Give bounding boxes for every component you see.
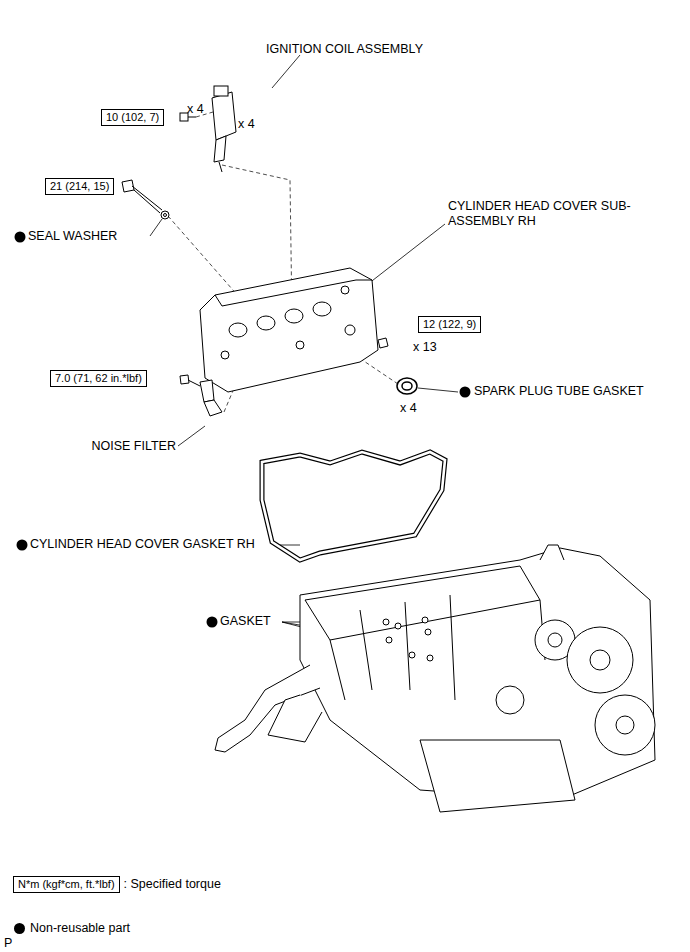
- spark-plug-tube-gasket: [397, 378, 417, 394]
- engine-assembly: [268, 695, 322, 742]
- cylinder-head-cover: [313, 302, 331, 316]
- engine-assembly: [496, 686, 524, 714]
- quantity-label: x 4: [238, 117, 255, 132]
- noise-filter: [188, 380, 222, 416]
- part-label: SPARK PLUG TUBE GASKET: [474, 384, 644, 399]
- engine-assembly: [420, 740, 575, 812]
- engine-assembly: [330, 640, 345, 700]
- noise-filter: [200, 380, 214, 402]
- torque-spec-box: 10 (102, 7): [101, 109, 164, 126]
- engine-assembly: [215, 545, 655, 812]
- part-label: P: [4, 936, 12, 951]
- legend-torque-box: N*m (kgf*cm, ft.*lbf): [13, 876, 120, 893]
- cylinder-head-cover-gasket: [262, 452, 445, 560]
- legend-entry: : Specified torque: [124, 877, 221, 892]
- non-reusable-mark: [15, 232, 26, 243]
- bolt: [188, 117, 196, 118]
- cylinder-head-cover: [200, 268, 378, 392]
- engine-assembly: [383, 619, 389, 625]
- seal-washer: [164, 214, 167, 217]
- cylinder-head-cover-gasket: [262, 452, 445, 560]
- torque-value: 10 (102, 7): [106, 111, 159, 123]
- engine-assembly: [425, 629, 431, 635]
- engine-assembly: [405, 602, 410, 690]
- leader-line: [418, 388, 458, 392]
- leader-line: [150, 219, 162, 236]
- torque-spec-box: 21 (214, 15): [45, 178, 114, 195]
- part-label: IGNITION COIL ASSEMBLY: [266, 42, 423, 57]
- part-label: SEAL WASHER: [28, 229, 117, 244]
- ignition-coil: [219, 162, 222, 172]
- quantity-label: x 4: [187, 102, 204, 117]
- engine-assembly: [595, 695, 655, 755]
- bolt: [378, 338, 388, 348]
- engine-assembly: [422, 617, 428, 623]
- cylinder-head-cover: [285, 309, 303, 323]
- engine-assembly: [540, 545, 564, 560]
- bolt: [180, 113, 188, 121]
- engine-assembly: [450, 595, 455, 700]
- cylinder-head-cover-gasket: [262, 452, 445, 560]
- engine-assembly: [590, 650, 610, 670]
- part-label: CYLINDER HEAD COVER GASKET RH: [30, 537, 255, 552]
- non-reusable-dot: [14, 923, 25, 934]
- cylinder-head-cover: [341, 286, 349, 294]
- ignition-coil: [214, 136, 226, 162]
- leader-line: [280, 545, 300, 546]
- seal-washer: [161, 211, 169, 219]
- engine-assembly: [409, 652, 415, 658]
- part-label: CYLINDER HEAD COVER SUB-ASSEMBLY RH: [448, 199, 638, 229]
- torque-spec-box: 7.0 (71, 62 in.*lbf): [50, 370, 147, 387]
- non-reusable-mark: [17, 540, 28, 551]
- bolt: [134, 190, 160, 213]
- engine-assembly: [395, 623, 401, 629]
- torque-value: 7.0 (71, 62 in.*lbf): [55, 372, 142, 384]
- engine-assembly: [567, 627, 633, 693]
- leader-line: [272, 55, 300, 88]
- leader-line: [150, 55, 458, 655]
- cylinder-head-cover: [215, 280, 372, 306]
- legend-text: : Specified torque: [124, 877, 221, 891]
- leader-line: [178, 426, 205, 446]
- engine-assembly: [386, 637, 392, 643]
- part-label: NOISE FILTER: [91, 439, 176, 454]
- engine-assembly: [427, 655, 433, 661]
- torque-value: 21 (214, 15): [50, 180, 109, 192]
- legend-entry: Non-reusable part: [30, 921, 130, 936]
- engine-assembly: [305, 566, 540, 640]
- cylinder-head-cover: [200, 268, 378, 392]
- leader-line: [368, 224, 445, 284]
- cylinder-head-cover: [229, 323, 247, 337]
- torque-value: N*m (kgf*cm, ft.*lbf): [18, 878, 115, 890]
- part-label: GASKET: [220, 614, 271, 629]
- non-reusable-mark: [15, 232, 471, 628]
- cylinder-head-cover: [221, 351, 229, 359]
- engine-assembly: [616, 716, 634, 734]
- seal-washer: [161, 211, 169, 219]
- quantity-label: x 4: [400, 401, 417, 416]
- spark-plug-tube-gasket: [397, 378, 417, 394]
- bolt: [180, 375, 189, 384]
- engine-assembly: [360, 610, 372, 690]
- cylinder-head-cover: [257, 316, 275, 330]
- ignition-coil: [212, 86, 236, 172]
- bolt: [132, 186, 162, 210]
- ignition-coil: [214, 86, 228, 96]
- legend-text: Non-reusable part: [30, 921, 130, 935]
- noise-filter: [188, 380, 200, 386]
- cylinder-head-cover: [345, 325, 355, 335]
- noise-filter: [204, 400, 222, 416]
- non-reusable-mark: [460, 387, 471, 398]
- torque-spec-box: 12 (122, 9): [418, 316, 481, 333]
- quantity-label: x 13: [413, 340, 437, 355]
- cylinder-head-cover: [296, 341, 304, 349]
- torque-value: 12 (122, 9): [423, 318, 476, 330]
- ignition-coil: [212, 92, 236, 140]
- spark-plug-tube-gasket: [402, 382, 412, 390]
- dashed-guide: [168, 112, 398, 412]
- non-reusable-mark: [207, 617, 218, 628]
- engine-assembly: [548, 633, 562, 647]
